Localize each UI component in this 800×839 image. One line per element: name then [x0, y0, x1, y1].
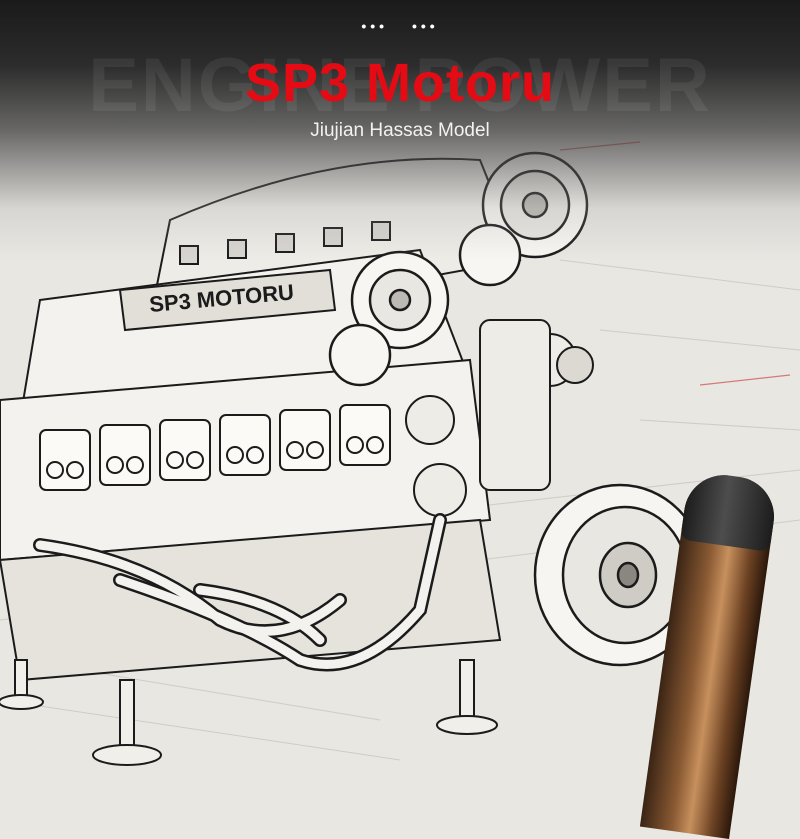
header-gradient — [0, 0, 800, 260]
background-watermark-text: ENGINE POWER — [88, 43, 712, 128]
dots-right: ••• — [411, 18, 439, 34]
flywheel — [533, 483, 707, 667]
auxiliary-units — [405, 319, 594, 517]
page-subtitle: Jiujian Hassas Model — [310, 120, 490, 141]
engine-stand — [0, 659, 498, 766]
engine-nameplate: SP3 MOTORU — [118, 268, 337, 332]
decorative-dots: ••• ••• — [0, 18, 800, 34]
cylinder-caps — [39, 404, 391, 491]
page-title: SP3 Motoru — [244, 53, 555, 113]
dots-left: ••• — [361, 18, 389, 34]
